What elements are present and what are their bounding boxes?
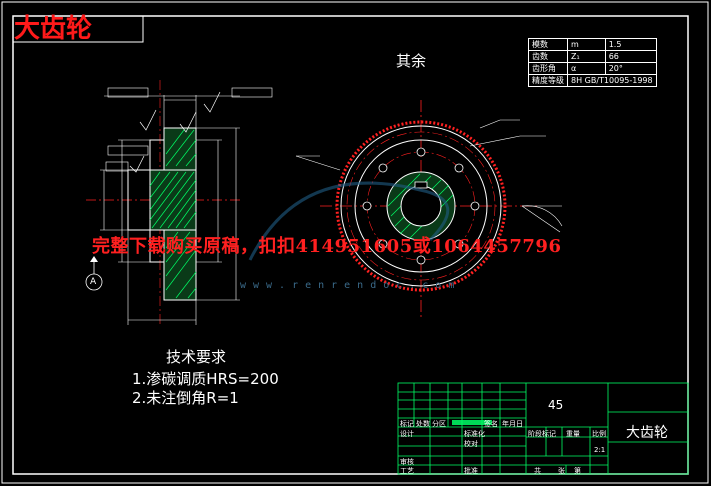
- material-value: 45: [548, 398, 564, 412]
- param-row: 模数 m 1.5: [528, 38, 657, 51]
- tb-label-date: 年月日: [502, 420, 523, 428]
- param-row: 精度等级 8H GB/T10095-1998: [528, 74, 657, 87]
- tb-label-of: 第: [574, 467, 581, 475]
- param-value: 66: [604, 50, 657, 63]
- tech-requirement-item: 1.渗碳调质HRS=200: [132, 370, 279, 388]
- tb-label-mark: 标记: [400, 420, 414, 428]
- tb-label-check: 校对: [464, 440, 478, 448]
- gear-parameter-table: 模数 m 1.5 齿数 Z₁ 66 齿形角 α 20° 精度等级 8H GB/T…: [528, 38, 657, 87]
- param-name: 模数: [528, 38, 568, 51]
- param-name: 齿数: [528, 50, 568, 63]
- front-view: [295, 100, 563, 318]
- tb-label-craft: 工艺: [400, 467, 414, 475]
- tech-requirement-item: 2.未注倒角R=1: [132, 389, 239, 407]
- param-symbol: Z₁: [567, 50, 606, 63]
- datum-a-label: A: [90, 277, 97, 287]
- tb-label-standardize: 标准化: [464, 430, 485, 438]
- tb-label-sign: 签名: [484, 420, 498, 428]
- tb-label-sheet: 张: [558, 467, 565, 475]
- remaining-roughness-note: 其余: [396, 52, 427, 70]
- param-row: 齿数 Z₁ 66: [528, 50, 657, 63]
- param-row: 齿形角 α 20°: [528, 62, 657, 75]
- watermark-text: 完整下载购买原稿，扣扣414951605或1064457796: [92, 236, 562, 257]
- tech-requirements-heading: 技术要求: [166, 348, 227, 366]
- tb-label-total: 共: [534, 467, 541, 475]
- param-symbol: α: [567, 62, 606, 75]
- param-value: 1.5: [604, 38, 657, 51]
- tb-label-weight: 重量: [566, 430, 580, 438]
- watermark-site: www.renrendoc.com: [240, 280, 462, 291]
- section-view: [85, 80, 273, 325]
- param-name: 齿形角: [528, 62, 568, 75]
- drawing-frame: [12, 15, 689, 475]
- tb-label-stage: 阶段标记: [528, 430, 556, 438]
- part-name: 大齿轮: [626, 425, 668, 441]
- tb-label-count: 处数: [416, 420, 430, 428]
- param-symbol: m: [567, 38, 606, 51]
- tb-label-approve: 批准: [464, 467, 478, 475]
- tb-label-review: 审核: [400, 458, 414, 466]
- tb-label-zone: 分区: [432, 420, 446, 428]
- param-value: 8H GB/T10095-1998: [567, 74, 657, 87]
- tb-label-scale: 比例: [592, 430, 606, 438]
- param-name: 精度等级: [528, 74, 568, 87]
- param-value: 20°: [604, 62, 657, 75]
- title-corner-box: [12, 15, 144, 43]
- title-block: [397, 382, 689, 475]
- drawing-title: 大齿轮: [14, 14, 93, 44]
- tb-label-design: 设计: [400, 430, 414, 438]
- tb-scale-value: 2:1: [594, 446, 606, 454]
